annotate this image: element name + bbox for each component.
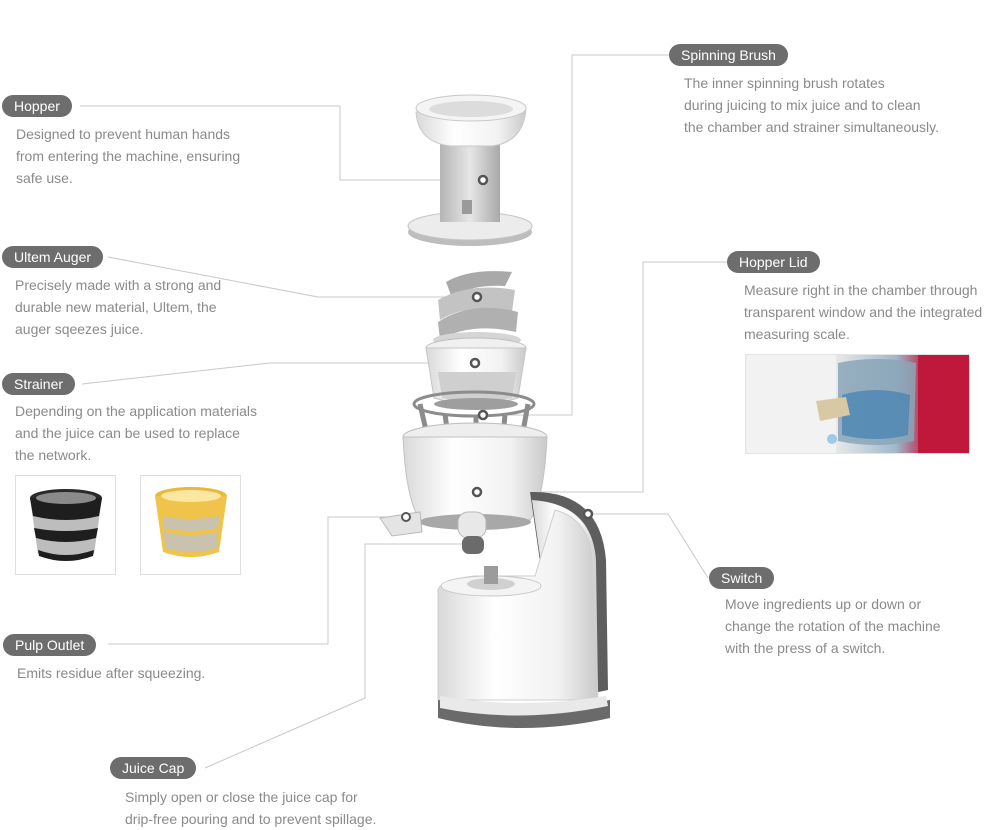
leader-switch — [588, 513, 709, 579]
leader-hopper-lid — [477, 261, 728, 493]
hopper-lid-label: Hopper Lid — [727, 251, 820, 273]
dot-auger — [471, 291, 483, 303]
strainer-part — [425, 337, 527, 410]
leader-strainer — [81, 362, 475, 385]
ultem-auger-label: Ultem Auger — [2, 246, 104, 268]
spinning-brush-label: Spinning Brush — [669, 44, 788, 66]
switch-label: Switch — [709, 567, 775, 589]
leader-ultem-auger — [107, 256, 477, 298]
dot-brush — [477, 409, 489, 421]
chamber-part — [379, 422, 548, 539]
yellow-strainer-image — [140, 475, 241, 575]
juice-cap-label: Juice Cap — [110, 757, 197, 779]
hopper-label: Hopper — [2, 95, 72, 117]
pulp-outlet-description: Emits residue after squeezing. — [17, 665, 206, 681]
base-part — [437, 491, 610, 728]
dot-hopper-lid — [471, 486, 483, 498]
leader-lines — [80, 54, 728, 769]
measuring-window-image — [745, 354, 970, 454]
black-strainer-image — [15, 475, 116, 575]
leader-pulp-outlet — [108, 516, 405, 645]
hopper-part — [407, 94, 533, 246]
dot-switch — [582, 508, 594, 520]
dot-strainer — [469, 357, 481, 369]
auger-part — [433, 271, 521, 348]
dot-hopper — [477, 174, 489, 186]
leader-hopper — [80, 105, 483, 181]
juice-cap-part — [462, 536, 484, 554]
leader-juice-cap — [204, 543, 470, 769]
dot-markers — [469, 174, 594, 520]
pulp-outlet-label: Pulp Outlet — [3, 634, 97, 656]
strainer-label: Strainer — [2, 373, 76, 395]
